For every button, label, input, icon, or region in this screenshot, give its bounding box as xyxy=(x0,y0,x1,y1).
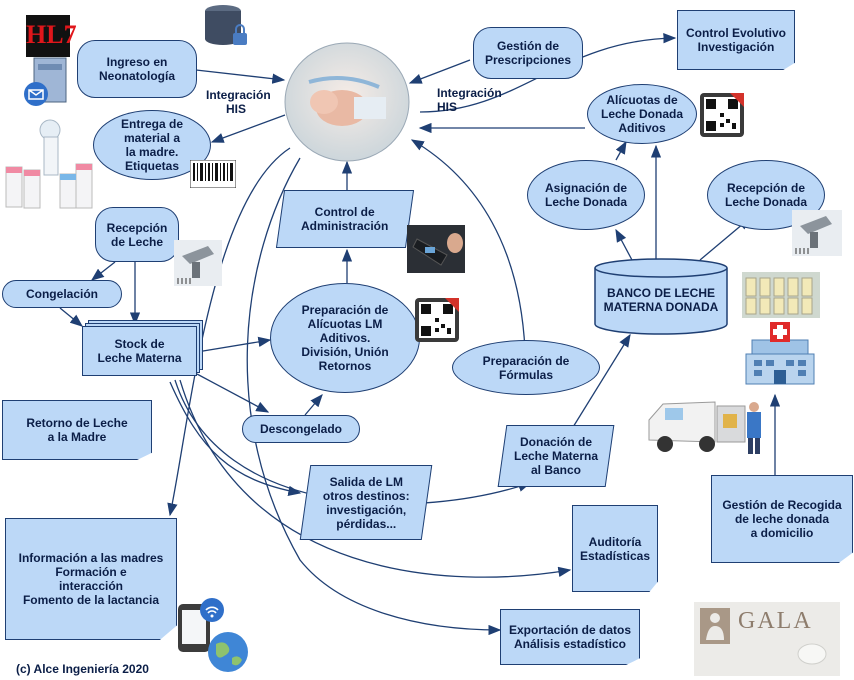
auditoria-node: Auditoría Estadísticas xyxy=(572,505,658,592)
gestion-prescripciones-node: Gestión de Prescripciones xyxy=(473,27,583,79)
hl7-logo-text: HL7 xyxy=(26,20,77,49)
integracion-his-right-label: Integración HIS xyxy=(437,86,502,114)
stock-leche-materna-node: Stock de Leche Materna xyxy=(82,326,197,376)
barcode-scanner-icon xyxy=(790,208,844,258)
informacion-madres-node: Información a las madres Formación e int… xyxy=(5,518,177,640)
qr-code-icon xyxy=(700,93,744,137)
retorno-leche-node: Retorno de Leche a la Madre xyxy=(2,400,152,460)
salida-lm-node: Salida de LM otros destinos: investigaci… xyxy=(299,465,433,540)
banco-leche-node: BANCO DE LECHE MATERNA DONADA xyxy=(593,258,729,336)
barcode-scanner-icon xyxy=(172,238,224,288)
copyright-label: (c) Alce Ingeniería 2020 xyxy=(16,662,149,676)
database-lock-icon xyxy=(203,3,249,49)
mobile-wifi-icon xyxy=(172,596,224,654)
hospital-icon xyxy=(742,320,818,388)
control-administracion-node: Control de Administración xyxy=(275,190,415,248)
preparacion-alicuotas-node: Preparación de Alícuotas LM Aditivos. Di… xyxy=(270,283,420,393)
breast-pump-bottles-icon xyxy=(2,112,94,212)
globe-icon xyxy=(206,630,250,674)
asignacion-donada-node: Asignación de Leche Donada xyxy=(527,160,645,230)
gestion-recogida-node: Gestión de Recogida de leche donada a do… xyxy=(711,475,853,563)
ingreso-neonatologia-node: Ingreso en Neonatología xyxy=(77,40,197,98)
gala-logo: GALA xyxy=(694,602,840,676)
banco-label: BANCO DE LECHE MATERNA DONADA xyxy=(603,286,719,314)
baby-photo xyxy=(284,42,410,162)
qr-code-icon xyxy=(415,298,459,342)
preparacion-formulas-node: Preparación de Fórmulas xyxy=(452,340,600,395)
alicuotas-donada-node: Alícuotas de Leche Donada Aditivos xyxy=(587,84,697,144)
congelacion-node: Congelación xyxy=(2,280,122,308)
handheld-scanner-icon xyxy=(407,225,465,273)
recepcion-leche-node: Recepción de Leche xyxy=(95,207,179,262)
hl7-logo-icon: HL7 xyxy=(26,15,77,57)
gala-logo-text: GALA xyxy=(738,608,813,634)
database-cylinder-shape xyxy=(594,258,728,335)
integracion-his-left-label: Integración HIS xyxy=(206,88,271,116)
delivery-van-icon xyxy=(645,392,770,458)
control-evolutivo-node: Control Evolutivo Investigación xyxy=(677,10,795,70)
fridge-bottles-icon xyxy=(742,272,820,318)
descongelado-node: Descongelado xyxy=(242,415,360,443)
mail-server-icon xyxy=(22,56,70,108)
donacion-banco-node: Donación de Leche Materna al Banco xyxy=(497,425,615,487)
barcode-label-icon xyxy=(189,159,237,189)
entrega-material-node: Entrega de material a la madre. Etiqueta… xyxy=(93,110,211,180)
exportacion-node: Exportación de datos Análisis estadístic… xyxy=(500,609,640,665)
